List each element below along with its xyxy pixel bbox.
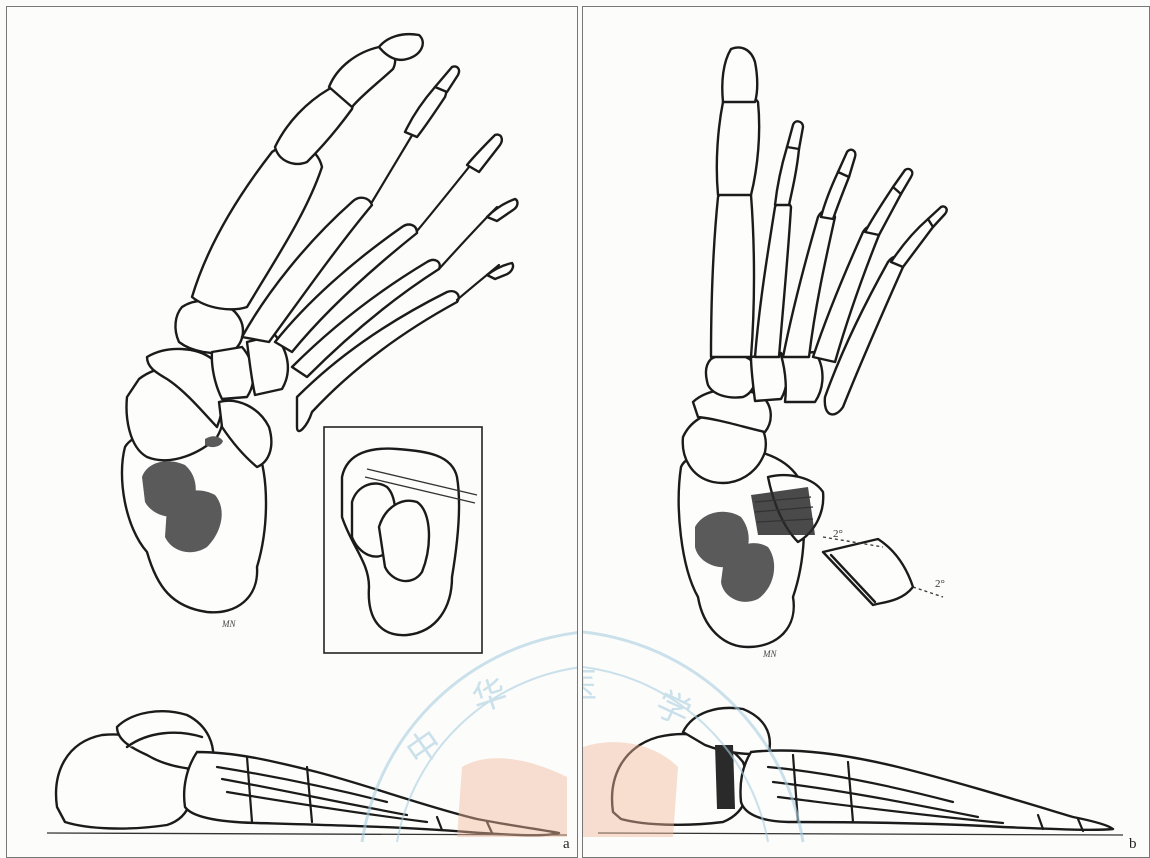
- svg-text:医: 医: [583, 666, 597, 706]
- svg-text:MN: MN: [762, 649, 777, 659]
- svg-text:2°: 2°: [833, 528, 843, 540]
- svg-text:2°: 2°: [935, 578, 945, 590]
- foot-dorsal-view-b: MN: [679, 48, 947, 659]
- panel-a-illustration: MN: [7, 7, 577, 857]
- inset-box-a: [324, 427, 482, 653]
- svg-text:MN: MN: [221, 619, 236, 629]
- panel-label-b: b: [1129, 836, 1137, 853]
- panel-a: MN: [6, 6, 578, 858]
- excised-wedge-b: 2° 2°: [823, 528, 945, 605]
- panel-b-illustration: MN 2° 2°: [583, 7, 1149, 857]
- panel-b: MN 2° 2°: [582, 6, 1150, 858]
- svg-text:中: 中: [399, 722, 450, 774]
- panel-label-a: a: [563, 836, 570, 853]
